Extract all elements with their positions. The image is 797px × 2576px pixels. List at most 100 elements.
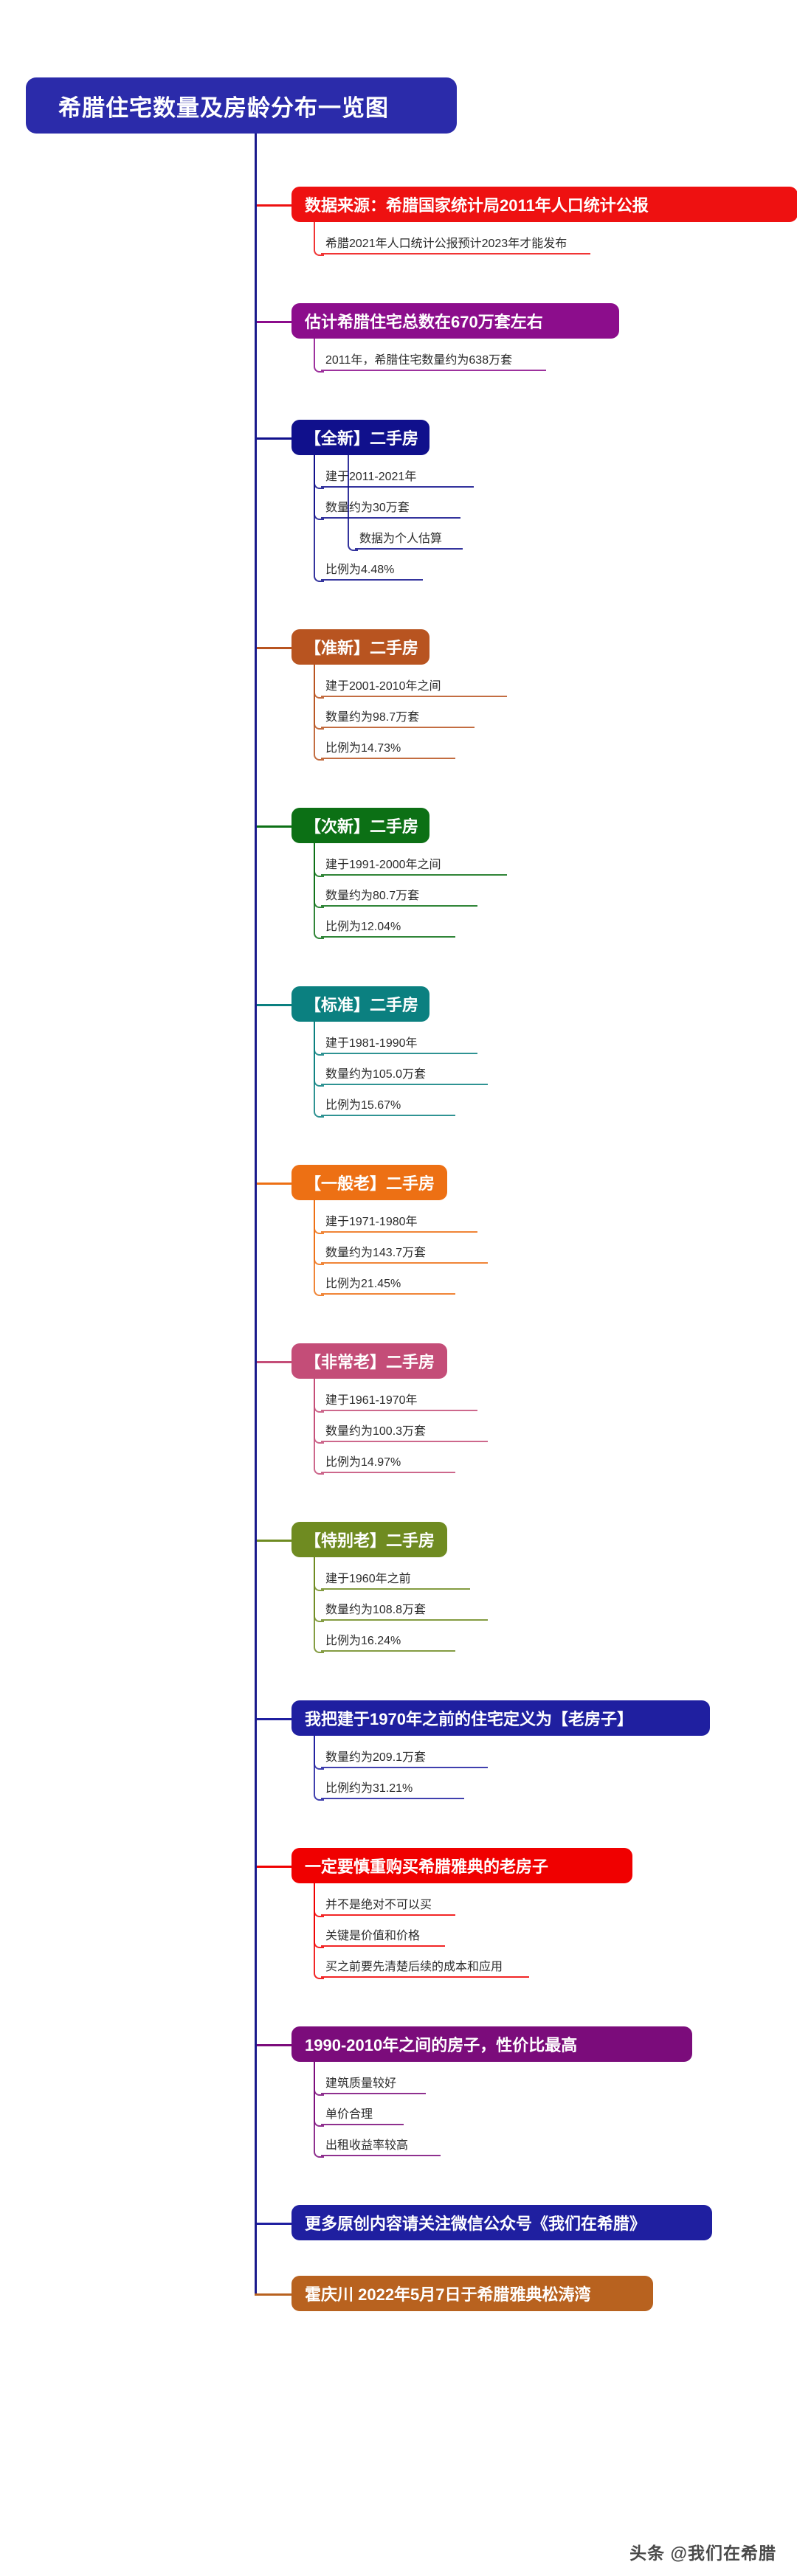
leaf-item[interactable]: 数量约为143.7万套: [321, 1240, 426, 1262]
leaf-item[interactable]: 比例为4.48%: [321, 557, 394, 579]
leaf-label: 比例为16.24%: [325, 1635, 401, 1647]
branch-connector: [255, 1540, 291, 1542]
leaf-item[interactable]: 买之前要先清楚后续的成本和应用: [321, 1954, 503, 1976]
leaf-item[interactable]: 比例为15.67%: [321, 1093, 401, 1115]
leaf-elbow: [314, 1045, 324, 1056]
leaf-item[interactable]: 建于1961-1970年: [321, 1388, 418, 1410]
leaf-elbow: [314, 1907, 324, 1917]
leaf-elbow: [314, 929, 324, 939]
leaf-item[interactable]: 单价合理: [321, 2102, 373, 2124]
branch-label: 【次新】二手房: [305, 817, 419, 836]
leaf-underline: [321, 1798, 464, 1799]
leaf-item[interactable]: 数据为个人估算: [355, 526, 442, 548]
branch-label: 更多原创内容请关注微信公众号《我们在希腊》: [305, 2215, 646, 2233]
branch-connector: [255, 2223, 291, 2225]
branch-label: 1990-2010年之间的房子，性价比最高: [305, 2036, 578, 2054]
leaf-spine: [314, 222, 315, 246]
leaf-underline: [321, 1053, 477, 1054]
branch-connector: [255, 1004, 291, 1006]
branch-connector: [255, 321, 291, 323]
branch-label: 【非常老】二手房: [305, 1353, 435, 1371]
leaf-item[interactable]: 比例为14.97%: [321, 1450, 401, 1472]
leaf-underline: [321, 936, 455, 938]
leaf-item[interactable]: 出租收益率较高: [321, 2133, 408, 2155]
branch-node-signature[interactable]: 霍庆川 2022年5月7日于希腊雅典松涛湾: [291, 2276, 653, 2311]
leaf-item[interactable]: 比例为14.73%: [321, 735, 401, 758]
branch-connector: [255, 1361, 291, 1363]
leaf-label: 建于1960年之前: [325, 1573, 411, 1585]
leaf-underline: [321, 517, 460, 519]
leaf-label: 数据为个人估算: [359, 533, 443, 545]
branch-node-standard[interactable]: 【标准】二手房: [291, 986, 429, 1022]
leaf-underline: [321, 1650, 455, 1652]
leaf-spine: [314, 1022, 315, 1107]
branch-node-sub-new[interactable]: 【次新】二手房: [291, 808, 429, 843]
leaf-spine: [314, 1883, 315, 1969]
leaf-item[interactable]: 数量约为98.7万套: [321, 704, 419, 727]
leaf-item[interactable]: 数量约为209.1万套: [321, 1745, 426, 1767]
leaf-item[interactable]: 数量约为30万套: [321, 495, 410, 517]
leaf-item[interactable]: 建于2001-2010年之间: [321, 674, 441, 696]
leaf-label: 数量约为100.3万套: [325, 1425, 427, 1438]
branch-node-extremely-old[interactable]: 【特别老】二手房: [291, 1522, 447, 1557]
leaf-label: 建于2001-2010年之间: [325, 680, 441, 693]
leaf-item[interactable]: 数量约为105.0万套: [321, 1062, 426, 1084]
leaf-elbow: [314, 1286, 324, 1296]
leaf-spine: [314, 665, 315, 750]
leaf-label: 数量约为98.7万套: [325, 711, 420, 724]
branch-node-data-source[interactable]: 数据来源：希腊国家统计局2011年人口统计公报: [291, 187, 797, 222]
leaf-elbow: [314, 1612, 324, 1622]
leaf-label: 建于2011-2021年: [325, 471, 417, 483]
branch-node-best-value[interactable]: 1990-2010年之间的房子，性价比最高: [291, 2026, 692, 2062]
leaf-label: 比例为12.04%: [325, 921, 401, 933]
leaf-item[interactable]: 数量约为108.8万套: [321, 1597, 426, 1619]
leaf-item[interactable]: 并不是绝对不可以买: [321, 1892, 432, 1914]
branch-connector: [255, 437, 291, 440]
leaf-item[interactable]: 比例为21.45%: [321, 1271, 401, 1293]
leaf-underline: [321, 579, 423, 581]
leaf-elbow: [314, 2085, 324, 2096]
leaf-item[interactable]: 关键是价值和价格: [321, 1923, 420, 1945]
watermark: 头条 @我们在希腊: [629, 2544, 776, 2563]
branch-node-old-house-definition[interactable]: 我把建于1970年之前的住宅定义为【老房子】: [291, 1700, 710, 1736]
leaf-underline: [321, 905, 477, 907]
leaf-item[interactable]: 希腊2021年人口统计公报预计2023年才能发布: [321, 231, 567, 253]
branch-node-brand-new[interactable]: 【全新】二手房: [291, 420, 429, 455]
branch-node-very-old[interactable]: 【非常老】二手房: [291, 1343, 447, 1379]
root-node[interactable]: 希腊住宅数量及房龄分布一览图: [26, 77, 457, 134]
leaf-underline: [321, 1472, 455, 1473]
branch-label: 霍庆川 2022年5月7日于希腊雅典松涛湾: [305, 2285, 591, 2304]
branch-label: 【全新】二手房: [305, 429, 419, 448]
branch-node-follow-wechat[interactable]: 更多原创内容请关注微信公众号《我们在希腊》: [291, 2205, 712, 2240]
leaf-item[interactable]: 建于1981-1990年: [321, 1031, 418, 1053]
branch-node-total-estimate[interactable]: 估计希腊住宅总数在670万套左右: [291, 303, 619, 339]
branch-node-older[interactable]: 【一般老】二手房: [291, 1165, 447, 1200]
leaf-item[interactable]: 数量约为80.7万套: [321, 883, 419, 905]
leaf-label: 2011年，希腊住宅数量约为638万套: [325, 354, 513, 367]
leaf-item[interactable]: 建于2011-2021年: [321, 464, 416, 486]
leaf-label: 建于1991-2000年之间: [325, 859, 441, 871]
leaf-spine: [314, 455, 315, 572]
leaf-underline: [321, 1588, 470, 1590]
branch-node-near-new[interactable]: 【准新】二手房: [291, 629, 429, 665]
main-trunk: [255, 134, 257, 2293]
leaf-item[interactable]: 2011年，希腊住宅数量约为638万套: [321, 347, 512, 370]
leaf-item[interactable]: 建于1960年之前: [321, 1566, 411, 1588]
leaf-item[interactable]: 比例为12.04%: [321, 914, 401, 936]
leaf-spine: [348, 455, 349, 541]
leaf-item[interactable]: 比例为16.24%: [321, 1628, 401, 1650]
leaf-item[interactable]: 建于1991-2000年之间: [321, 852, 441, 874]
leaf-elbow: [314, 1581, 324, 1591]
leaf-elbow: [314, 479, 324, 489]
leaf-item[interactable]: 比例约为31.21%: [321, 1776, 413, 1798]
branch-label: 【标准】二手房: [305, 996, 419, 1014]
leaf-underline: [321, 1914, 455, 1916]
branch-connector: [255, 2044, 291, 2046]
leaf-elbow: [314, 1107, 324, 1118]
leaf-item[interactable]: 建于1971-1980年: [321, 1209, 418, 1231]
branch-node-buy-carefully[interactable]: 一定要慎重购买希腊雅典的老房子: [291, 1848, 632, 1883]
leaf-elbow: [314, 1759, 324, 1770]
leaf-item[interactable]: 数量约为100.3万套: [321, 1419, 426, 1441]
leaf-item[interactable]: 建筑质量较好: [321, 2071, 396, 2093]
